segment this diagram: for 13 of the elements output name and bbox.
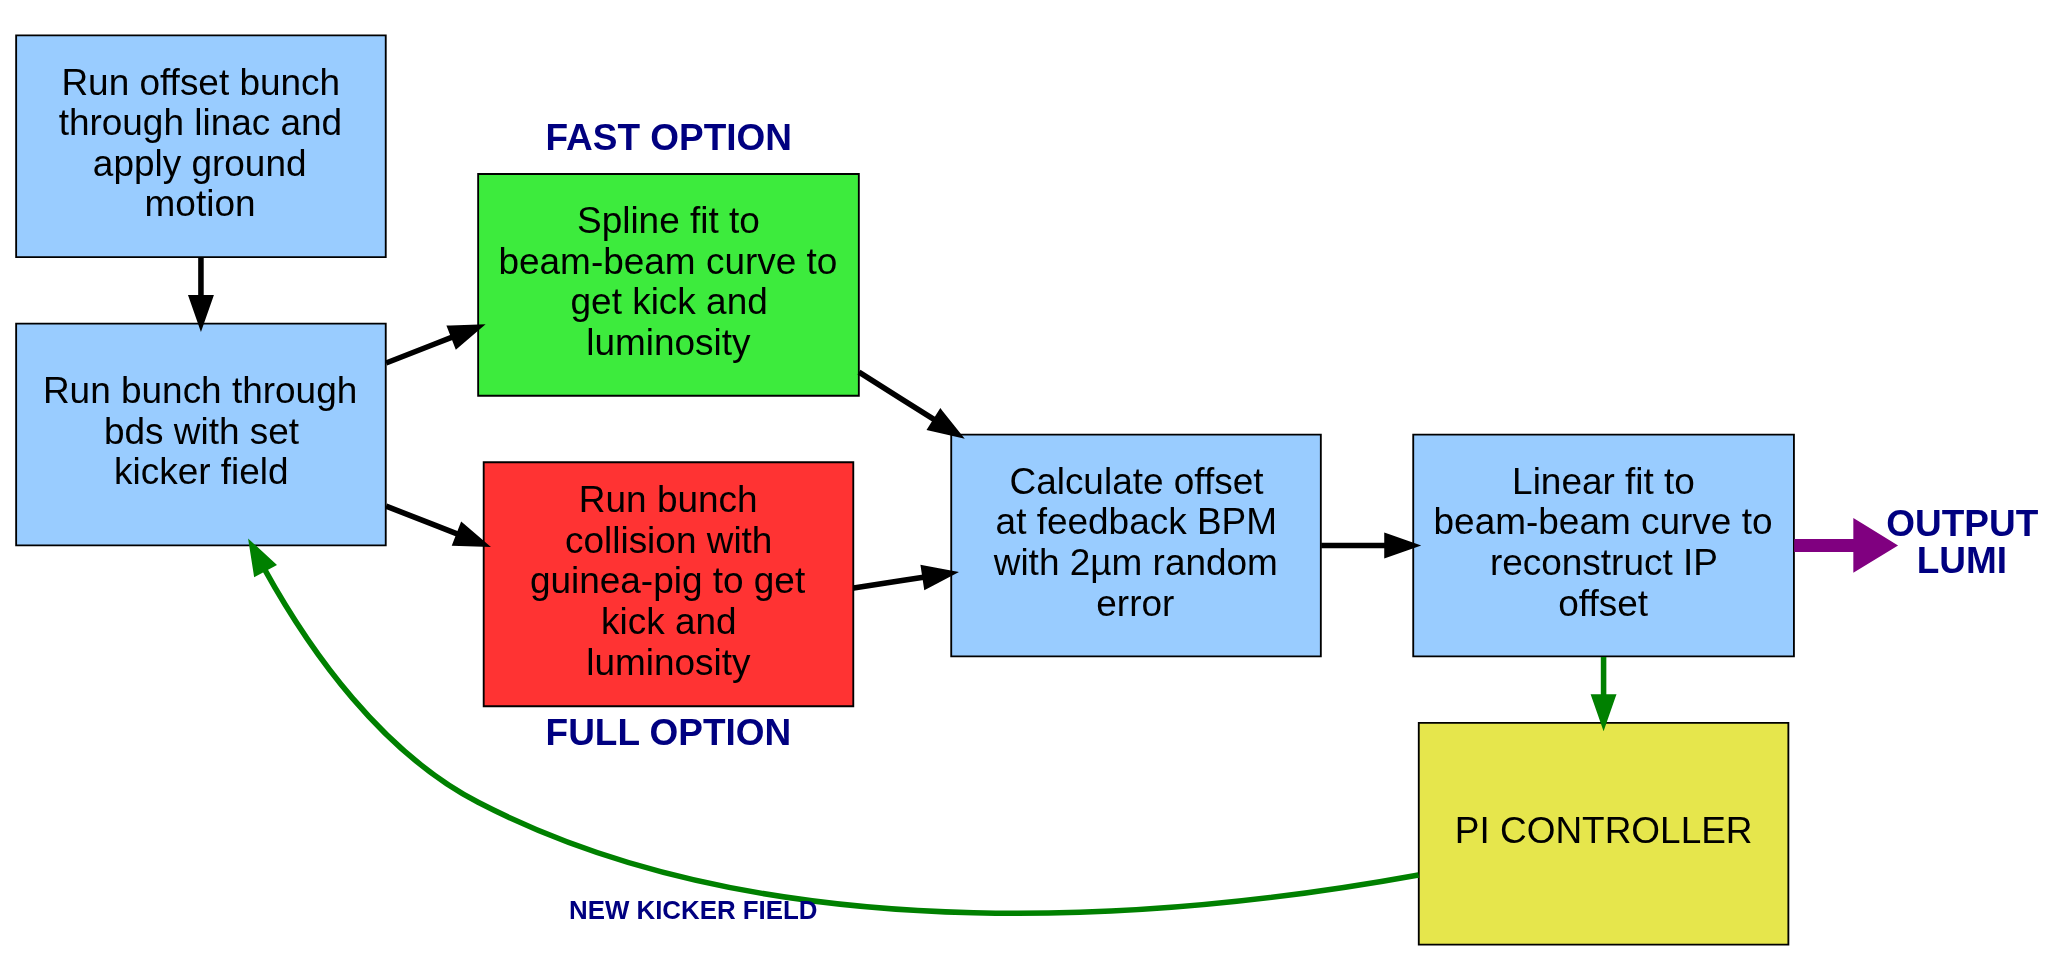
arrow [385,323,486,366]
node-label: FULL OPTION [545,711,792,753]
arrow [1794,517,1899,573]
edge-label: NEW KICKER FIELD [568,895,818,924]
arrow [188,257,214,332]
node-label: FAST OPTION [545,116,792,158]
node-text: OUTPUT LUMI [1886,502,2039,581]
arrow [857,369,965,439]
arrow [248,537,1419,916]
arrow [1590,656,1617,731]
arrow [385,503,491,547]
arrow [1321,531,1422,558]
arrow [853,564,959,591]
